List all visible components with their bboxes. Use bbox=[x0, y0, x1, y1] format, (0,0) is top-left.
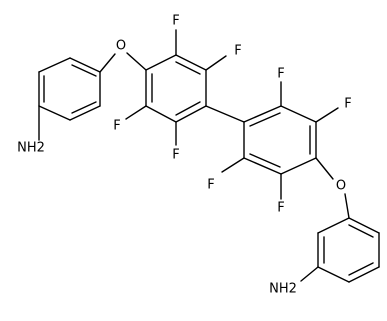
fluorine-label: F bbox=[234, 44, 241, 59]
fluorine-label: F bbox=[172, 148, 179, 163]
fluorine-label: F bbox=[344, 97, 351, 112]
atom-labels: NH2 O F F F F F F F F O NH2 bbox=[17, 14, 352, 297]
tetrafluorophenyl-ring-top bbox=[145, 54, 207, 123]
fluorine-label: F bbox=[113, 119, 120, 134]
tetrafluorophenyl-ring-bottom bbox=[243, 105, 317, 175]
fluorine-label: F bbox=[207, 178, 214, 193]
fluorine-label: F bbox=[277, 67, 284, 82]
ether-oxygen-label-top: O bbox=[116, 39, 126, 54]
fluorine-label: F bbox=[172, 14, 179, 29]
amine-label-bottom: NH2 bbox=[269, 282, 297, 297]
fluorine-label: F bbox=[277, 201, 284, 216]
substituent-bonds bbox=[38, 29, 350, 282]
aminophenyl-ring-top bbox=[38, 57, 101, 121]
aminophenyl-ring-bottom bbox=[317, 217, 380, 283]
ether-oxygen-label-bottom: O bbox=[336, 179, 346, 194]
amine-label-top: NH2 bbox=[17, 141, 45, 156]
biphenyl-bond bbox=[205, 105, 245, 123]
